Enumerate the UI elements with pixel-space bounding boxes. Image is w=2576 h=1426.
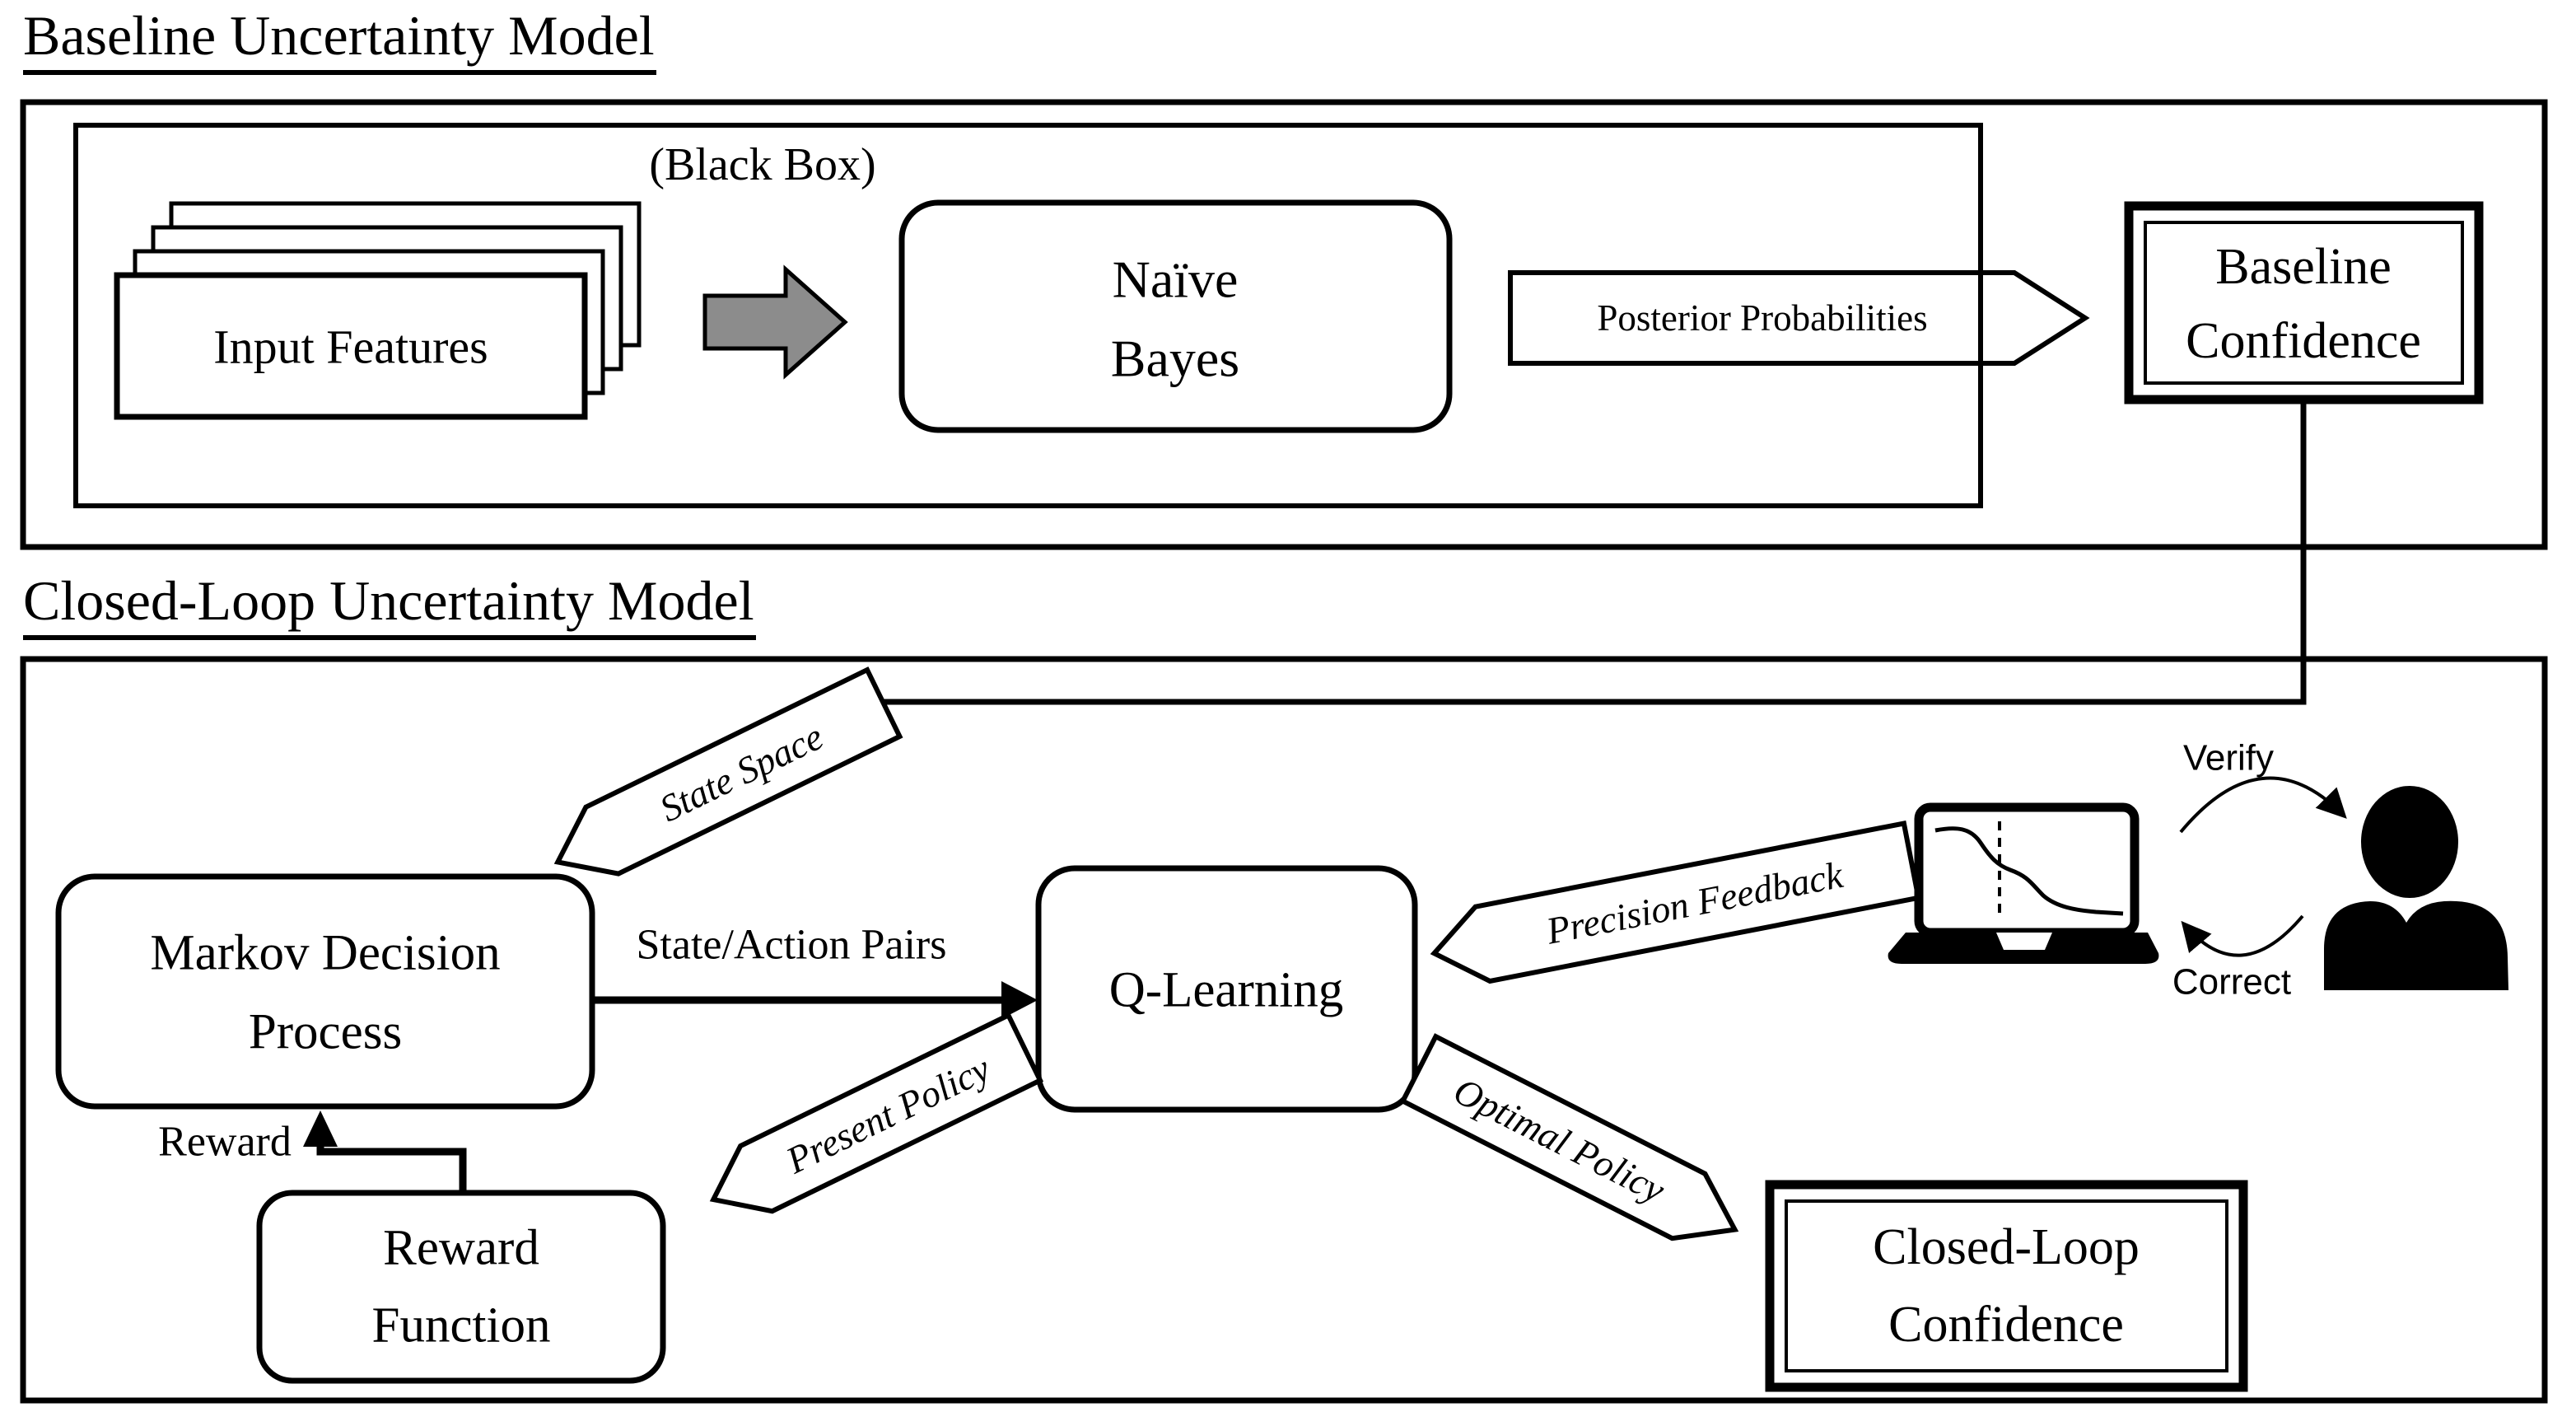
q-learning-outline <box>1035 865 1418 1113</box>
mdp-to-qlearning-arrow <box>592 981 1038 1019</box>
person-torso <box>2324 900 2508 990</box>
state-space-banner: State Space <box>553 666 903 877</box>
precision-feedback-banner-shape <box>1430 820 1921 984</box>
baseline-to-state-space-connector <box>884 400 2307 705</box>
reward-arrow-label: Reward <box>158 1119 292 1166</box>
laptop-icon <box>1888 802 2159 964</box>
black-box-container <box>73 123 1983 508</box>
mdp-box: Markov Decision Process <box>55 873 595 1110</box>
laptop-base-notch <box>1996 933 2052 950</box>
naive-bayes-label-line2: Bayes <box>1111 330 1239 388</box>
mdp-label-line2: Process <box>249 1005 402 1060</box>
state-space-banner-shape <box>553 666 903 877</box>
baseline-outer-box <box>20 99 2548 550</box>
black-box-label: (Black Box) <box>649 139 875 190</box>
posterior-probabilities-banner: Posterior Probabilities <box>1508 270 2090 366</box>
baseline-confidence-label-line2: Confidence <box>2186 313 2421 369</box>
baseline-model-title: Baseline Uncertainty Model <box>23 5 656 75</box>
reward-function-label-line1: Reward <box>383 1221 539 1276</box>
baseline-confidence-outer-border <box>2124 201 2484 404</box>
naive-bayes-box: Naïve Bayes <box>898 199 1453 433</box>
optimal-policy-banner-shape <box>1399 1033 1739 1241</box>
reward-arrow <box>303 1110 467 1195</box>
input-features-label: Input Features <box>213 320 488 374</box>
input-features-stack: Input Features <box>114 201 642 420</box>
closed-loop-confidence-inner-border <box>1785 1199 2228 1372</box>
naive-bayes-outline <box>898 199 1453 433</box>
closed-loop-confidence-label-line2: Confidence <box>1888 1297 2124 1353</box>
present-policy-banner-shape <box>709 1012 1044 1214</box>
correct-label: Correct <box>2172 962 2291 1003</box>
laptop-confidence-curve <box>1934 826 2124 916</box>
reward-arrowhead-icon <box>303 1110 338 1147</box>
mdp-outline <box>55 873 595 1110</box>
closed-loop-confidence-label-line1: Closed-Loop <box>1873 1219 2140 1275</box>
closed-loop-confidence-box: Closed-Loop Confidence <box>1765 1180 2248 1392</box>
input-features-box <box>114 272 588 420</box>
optimal-policy-banner: Optimal Policy <box>1399 1033 1739 1241</box>
q-learning-label: Q-Learning <box>1109 963 1344 1018</box>
baseline-confidence-label-line1: Baseline <box>2215 239 2392 295</box>
closed-loop-model-title: Closed-Loop Uncertainty Model <box>23 570 756 640</box>
block-arrow-icon <box>702 264 848 380</box>
verify-label: Verify <box>2183 738 2274 778</box>
precision-feedback-banner: Precision Feedback <box>1430 820 1921 984</box>
person-head <box>2361 786 2458 898</box>
reward-function-outline <box>256 1190 666 1384</box>
baseline-confidence-box: Baseline Confidence <box>2124 201 2484 404</box>
reward-arrow-path <box>316 1145 467 1195</box>
state-action-pairs-label: State/Action Pairs <box>637 922 947 969</box>
present-policy-banner: Present Policy <box>709 1012 1044 1214</box>
mdp-label-line1: Markov Decision <box>150 926 500 981</box>
q-learning-box: Q-Learning <box>1035 865 1418 1113</box>
baseline-confidence-inner-border <box>2144 221 2464 385</box>
closed-loop-confidence-outer-border <box>1765 1180 2248 1392</box>
naive-bayes-label-line1: Naïve <box>1113 250 1239 309</box>
reward-function-box: Reward Function <box>256 1190 666 1384</box>
posterior-banner-label: Posterior Probabilities <box>1597 297 1927 339</box>
correct-arrow-icon <box>2181 914 2304 957</box>
closed-loop-outer-box <box>20 656 2548 1404</box>
reward-function-label-line2: Function <box>372 1298 551 1354</box>
verify-arrow-icon <box>2179 776 2347 834</box>
person-icon <box>2324 786 2508 990</box>
mdp-to-qlearning-arrowhead-icon <box>1001 981 1038 1019</box>
posterior-banner-shape <box>1508 270 2090 366</box>
